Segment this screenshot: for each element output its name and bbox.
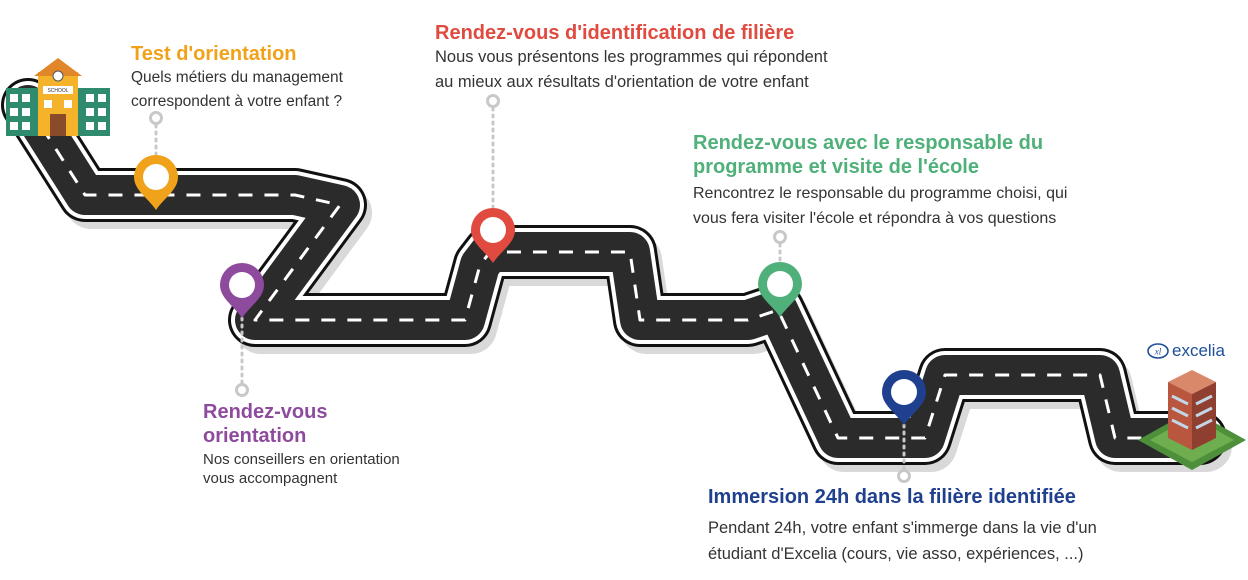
step-title: Rendez-vous d'identification de filière bbox=[435, 22, 795, 44]
step-description: Nos conseillers en orientation vous acco… bbox=[203, 451, 400, 487]
step-rendez-vous-orientation: Rendez-vous orientation Nos conseillers … bbox=[203, 400, 473, 488]
svg-text:SCHOOL: SCHOOL bbox=[47, 88, 68, 94]
map-pin-icon bbox=[220, 263, 264, 318]
map-pin-icon bbox=[134, 155, 178, 210]
map-pin-icon bbox=[758, 262, 802, 317]
excelia-logo-icon: xl bbox=[1147, 343, 1169, 359]
road-center-line bbox=[26, 104, 1200, 440]
step-responsable-programme: Rendez-vous avec le responsable du progr… bbox=[693, 131, 1193, 231]
connector-dot-5 bbox=[897, 469, 911, 483]
step-title: Immersion 24h dans la filière identifiée bbox=[708, 486, 1076, 508]
connector-dot-3 bbox=[486, 94, 500, 108]
step-identification-filiere: Rendez-vous d'identification de filière … bbox=[435, 22, 955, 95]
step-title: Rendez-vous avec le responsable du progr… bbox=[693, 132, 1044, 178]
step-description: Quels métiers du management corresponden… bbox=[131, 69, 343, 110]
step-test-orientation: Test d'orientation Quels métiers du mana… bbox=[131, 43, 431, 114]
office-building-icon bbox=[1138, 370, 1246, 470]
excelia-logo: xl excelia bbox=[1147, 341, 1225, 361]
step-title: Test d'orientation bbox=[131, 43, 297, 65]
connector-dot-2 bbox=[235, 383, 249, 397]
step-description: Pendant 24h, votre enfant s'immerge dans… bbox=[708, 519, 1097, 563]
connector-dot-1 bbox=[149, 111, 163, 125]
map-pin-icon bbox=[882, 370, 926, 425]
school-building-icon: SCHOOL bbox=[6, 58, 110, 136]
map-pin-icon bbox=[471, 208, 515, 263]
step-title: Rendez-vous orientation bbox=[203, 401, 328, 447]
step-immersion-24h: Immersion 24h dans la filière identifiée… bbox=[708, 486, 1228, 567]
connector-dot-4 bbox=[773, 230, 787, 244]
step-description: Rencontrez le responsable du programme c… bbox=[693, 185, 1068, 227]
brand-name: excelia bbox=[1172, 341, 1225, 360]
step-description: Nous vous présentons les programmes qui … bbox=[435, 48, 828, 91]
svg-text:xl: xl bbox=[1154, 347, 1162, 357]
